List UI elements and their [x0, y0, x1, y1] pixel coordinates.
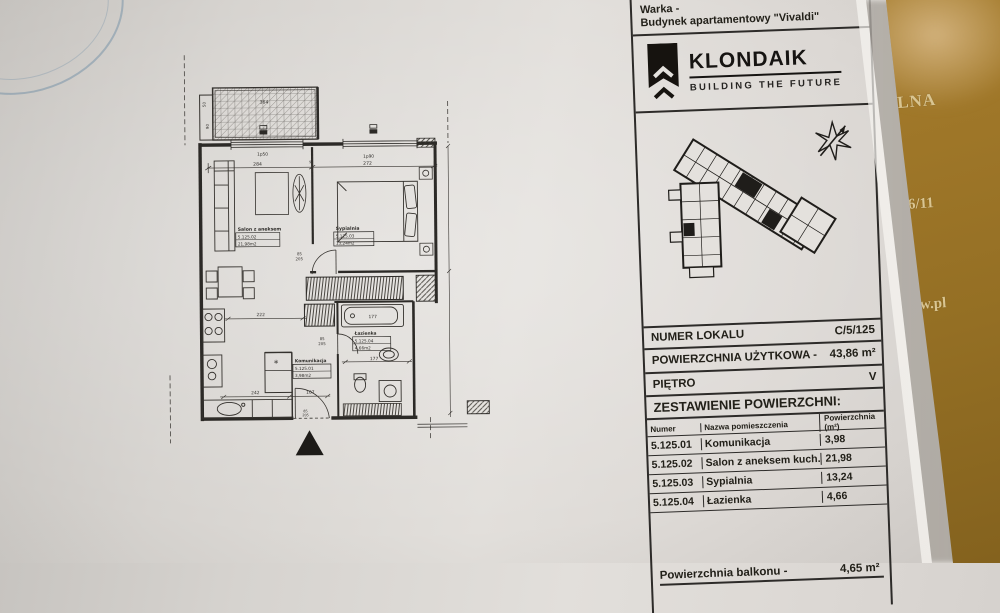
- door-label-bedroom: 85 205: [295, 251, 303, 261]
- info-value: C/5/125: [834, 324, 875, 337]
- svg-text:13,24m2: 13,24m2: [336, 240, 355, 245]
- col-nazwa: Nazwa pomieszczenia: [701, 418, 819, 431]
- svg-text:Salon z aneksem: Salon z aneksem: [238, 226, 282, 232]
- dim-balcony-2: 90: [205, 124, 210, 130]
- door-label-entrance: 85 205: [302, 409, 309, 417]
- dining-set: [206, 267, 254, 299]
- cell-nazwa: Komunikacja: [702, 434, 820, 450]
- bedroom-door: [312, 250, 336, 274]
- balcony-row: Powierzchnia balkonu - 4,65 m²: [660, 562, 884, 586]
- cell-numer: 5.125.03: [649, 476, 703, 490]
- dim-tub: 177: [368, 314, 377, 320]
- cell-area: 3,98: [820, 432, 885, 446]
- book-edge-text-3: w.pl: [919, 295, 946, 314]
- door-label-bathroom: 85 205: [318, 336, 326, 346]
- balcony-value: 4,65 m²: [840, 562, 884, 576]
- bath-counter: [343, 403, 401, 416]
- info-value: 43,86 m²: [829, 347, 875, 361]
- brand-block: KLONDAIK BUILDING THE FUTURE: [633, 28, 873, 114]
- wardrobe-small: [304, 304, 334, 326]
- brand-name: KLONDAIK: [688, 45, 841, 75]
- book-edge-text-2: 6/11: [907, 195, 934, 214]
- svg-text:5.125.01: 5.125.01: [295, 366, 314, 371]
- cell-nazwa: Salon z aneksem kuch.: [702, 453, 820, 469]
- room-label-salon: Salon z aneksem 5.125.02 21,98m2: [236, 226, 282, 246]
- dim-107: 107: [306, 390, 315, 396]
- floor-plan-drawing: 364 50 90 1p50 1p90 284 9 272: [164, 43, 500, 478]
- cell-numer: 5.125.02: [648, 457, 702, 471]
- dim-line-top: [205, 155, 437, 173]
- cell-area: 21,98: [820, 451, 885, 465]
- svg-text:205: 205: [318, 341, 326, 346]
- cell-numer: 5.125.04: [650, 495, 704, 509]
- wall-hatch-segment: [417, 138, 435, 147]
- toilet: [354, 374, 366, 393]
- washbasin: [379, 348, 398, 361]
- area-table: Numer Nazwa pomieszczenia Powierzchnia (…: [647, 412, 887, 514]
- svg-text:Łazienka: Łazienka: [354, 331, 377, 337]
- info-panel: Warka - Budynek apartamentowy "Vivaldi" …: [628, 0, 893, 613]
- window-right: [343, 124, 417, 149]
- room-label-lazienka: Łazienka 5.125.04 4,66m2: [353, 330, 391, 350]
- dim-salon-width: 284: [253, 162, 262, 168]
- dim-bath: 177: [370, 356, 379, 362]
- svg-text:5.125.02: 5.125.02: [238, 234, 257, 239]
- sofa: [214, 161, 235, 251]
- room-label-sypialnia: Sypialnia 5.125.03 13,24m2: [334, 226, 374, 246]
- svg-text:5.125.04: 5.125.04: [355, 338, 374, 343]
- balcony-label: Powierzchnia balkonu -: [660, 565, 788, 582]
- dim-kitchen: 222: [256, 312, 265, 318]
- svg-text:205: 205: [295, 256, 303, 261]
- col-powierzchnia: Powierzchnia (m²): [819, 412, 885, 432]
- building-site-plan: [636, 105, 881, 329]
- book-edge-text-1: ALNA: [883, 90, 937, 114]
- info-label: PIĘTRO: [652, 377, 695, 391]
- window-label-left: 1p50: [257, 152, 268, 158]
- svg-text:3,98m2: 3,98m2: [295, 373, 311, 378]
- dim-balcony-1: 50: [202, 102, 207, 108]
- stamp-icon: [0, 0, 147, 121]
- cell-numer: 5.125.01: [648, 438, 702, 452]
- dim-242: 242: [251, 390, 260, 396]
- window-label-right: 1p90: [363, 154, 374, 160]
- coffee-table: [255, 172, 288, 214]
- wardrobe-large: [306, 276, 403, 300]
- brand-tagline: BUILDING THE FUTURE: [690, 77, 843, 94]
- info-label: POWIERZCHNIA UŻYTKOWA -: [652, 349, 818, 367]
- shaft: [416, 275, 436, 301]
- info-label: NUMER LOKALU: [651, 329, 745, 344]
- svg-text:Sypialnia: Sypialnia: [336, 226, 360, 232]
- building-footprint: [667, 134, 838, 278]
- svg-text:Komunikacja: Komunikacja: [295, 358, 327, 364]
- nightstands: [419, 167, 433, 255]
- cell-nazwa: Sypialnia: [703, 472, 821, 488]
- stove: [202, 309, 224, 342]
- washing-machine: [379, 380, 401, 401]
- svg-text:4,66m2: 4,66m2: [355, 345, 371, 350]
- svg-text:5.125.03: 5.125.03: [336, 234, 355, 239]
- klondaik-logo-icon: [646, 42, 680, 103]
- corridor-detail: [467, 401, 489, 414]
- balcony: 364 50 90: [199, 87, 317, 140]
- room-label-komunikacja: Komunikacja 5.125.01 3,98m2: [293, 358, 331, 378]
- dim-balcony-width: 364: [260, 100, 269, 106]
- cell-area: 13,24: [821, 470, 886, 484]
- fridge: *: [265, 352, 292, 392]
- svg-text:21,98m2: 21,98m2: [238, 241, 257, 246]
- cell-nazwa: Łazienka: [704, 491, 822, 507]
- dim-bedroom-width: 272: [363, 161, 372, 167]
- kitchen-counter: [202, 399, 292, 418]
- cell-area: 4,66: [822, 489, 887, 503]
- compass-icon: [815, 122, 851, 161]
- col-numer: Numer: [647, 423, 701, 434]
- info-value: V: [869, 370, 877, 382]
- svg-text:205: 205: [302, 413, 309, 417]
- plant: [293, 174, 306, 212]
- svg-text:*: *: [274, 359, 279, 369]
- floor-plan: 364 50 90 1p50 1p90 284 9 272: [164, 43, 500, 478]
- kitchen-sink: [202, 355, 222, 387]
- entrance-triangle-icon: [295, 430, 323, 455]
